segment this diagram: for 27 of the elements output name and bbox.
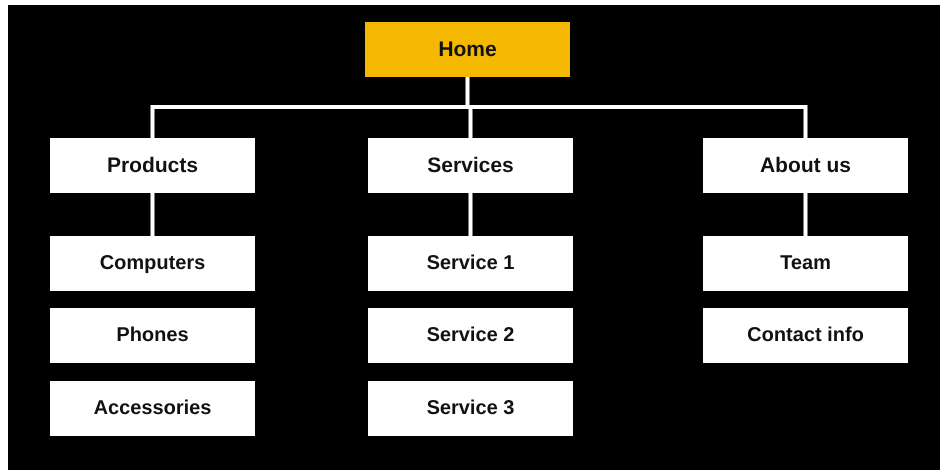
page-label: Products bbox=[106, 154, 198, 178]
page-box bbox=[50, 236, 255, 291]
page-box bbox=[50, 308, 255, 363]
root-page-box bbox=[365, 22, 570, 77]
page-label: Contact info bbox=[747, 324, 864, 347]
connector-line bbox=[468, 193, 472, 236]
page-label: Phones bbox=[116, 324, 189, 347]
page-box bbox=[703, 308, 908, 363]
page-box bbox=[368, 381, 573, 436]
page-box bbox=[368, 138, 573, 193]
page-label: Computers bbox=[100, 252, 206, 275]
page-box bbox=[50, 381, 255, 436]
page-label: Accessories bbox=[94, 397, 212, 420]
page-label: Team bbox=[780, 252, 831, 275]
page-box bbox=[703, 236, 908, 291]
connector-line bbox=[804, 193, 808, 236]
page-label: Services bbox=[427, 154, 514, 178]
page-label: Service 1 bbox=[426, 252, 514, 275]
page-label: About us bbox=[760, 154, 851, 178]
page-box bbox=[368, 236, 573, 291]
page-box bbox=[703, 138, 908, 193]
page-box bbox=[368, 308, 573, 363]
page-label: Home bbox=[438, 38, 497, 62]
connector-line bbox=[150, 193, 154, 236]
page-label: Service 2 bbox=[426, 324, 514, 347]
page-box bbox=[50, 138, 255, 193]
page-label: Service 3 bbox=[426, 397, 514, 420]
